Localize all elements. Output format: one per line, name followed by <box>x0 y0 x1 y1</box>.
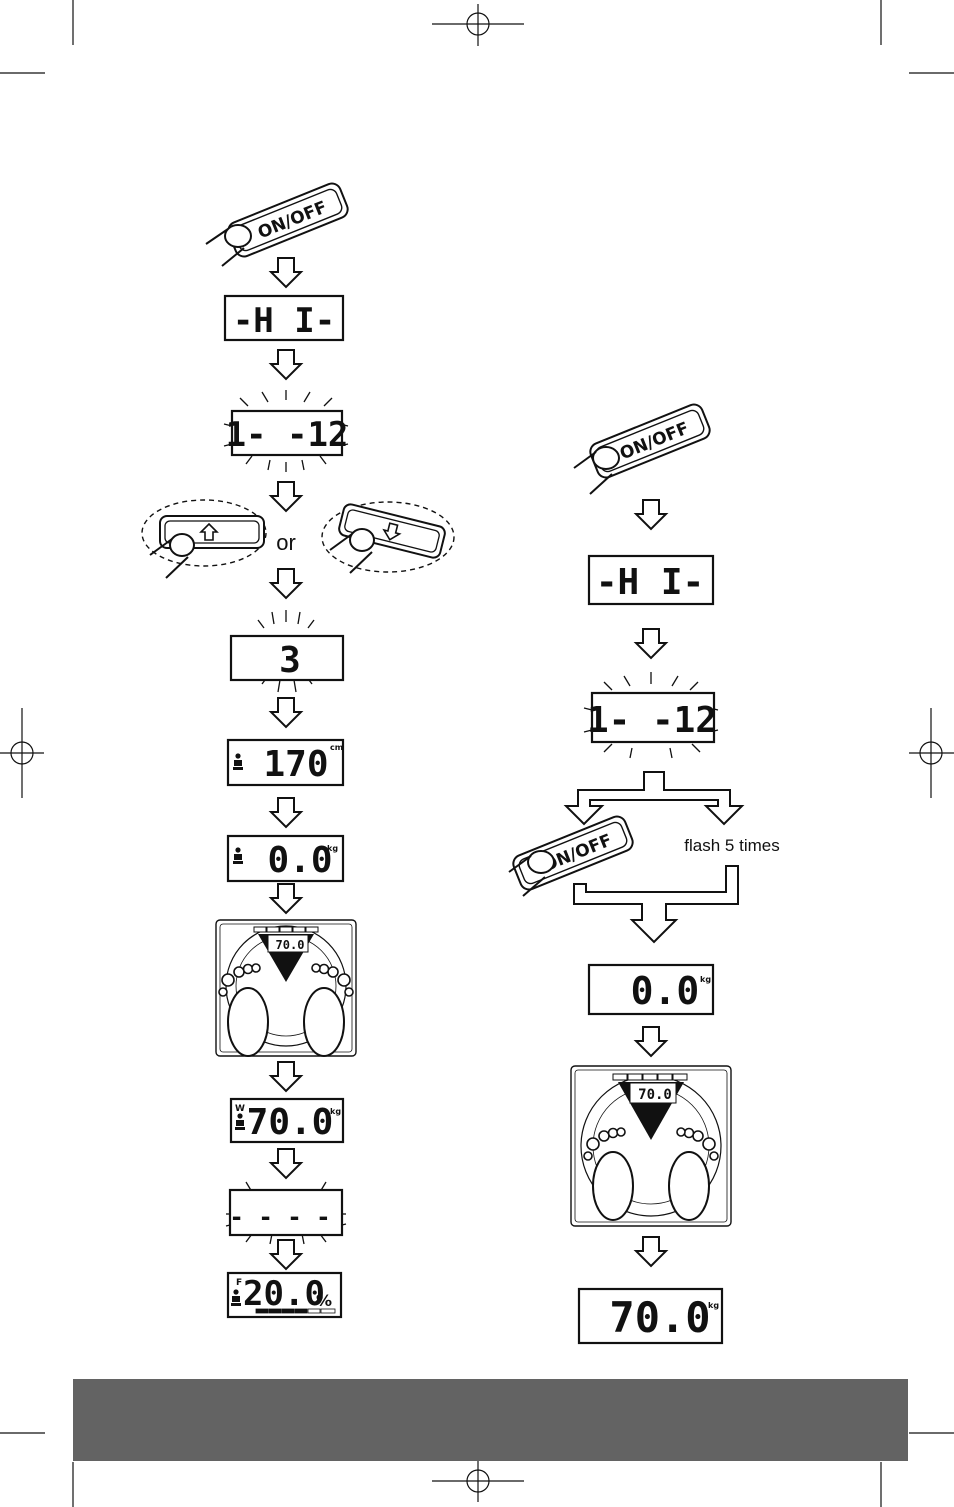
height-value: 170 <box>263 744 328 785</box>
weight-unit: kg <box>330 1107 341 1116</box>
fat-value: 20.0 <box>243 1274 325 1314</box>
zero-weight-text: 0.0 <box>267 840 332 881</box>
registration-mark-bottom <box>432 1460 524 1502</box>
registration-mark-top <box>432 4 524 46</box>
lcd-greeting-left: -H I- <box>225 296 343 341</box>
user-range-text: 1- -12 <box>587 700 717 741</box>
lcd-measuring: - - - - <box>226 1182 346 1244</box>
flow-arrow <box>636 500 666 529</box>
flow-arrow <box>271 698 301 727</box>
or-label: or <box>276 530 296 555</box>
lcd-user-range-left: 1- -12 <box>224 390 348 472</box>
down-button[interactable] <box>322 502 454 573</box>
selected-user-text: 3 <box>279 640 301 681</box>
registration-mark-right <box>909 708 954 798</box>
flow-arrow <box>271 798 301 827</box>
finger-icon <box>350 529 374 551</box>
flow-arrow <box>271 1149 301 1178</box>
scale-readout-right: 70.0 <box>638 1087 672 1103</box>
lcd-user-range-right: 1- -12 <box>584 672 718 758</box>
lcd-height: 170 cm <box>228 740 343 785</box>
flow-arrow <box>636 1237 666 1266</box>
flow-arrow <box>636 1027 666 1056</box>
zero-weight-text: 0.0 <box>631 969 700 1013</box>
finger-icon <box>170 534 194 556</box>
flash-label: flash 5 times <box>684 836 779 855</box>
merge-arrow <box>574 866 738 942</box>
fat-level-bar <box>256 1309 335 1313</box>
flow-arrow <box>271 1240 301 1269</box>
scale-illustration-right: 70.0 <box>571 1066 731 1226</box>
weight-unit: kg <box>708 1301 719 1310</box>
flow-arrow <box>636 629 666 658</box>
flow-arrow <box>271 482 301 511</box>
weight-flag: W <box>235 1104 245 1114</box>
greeting-text: -H I- <box>233 301 335 341</box>
greeting-text: -H I- <box>596 562 704 603</box>
split-arrows <box>566 772 742 824</box>
flow-arrow <box>271 1062 301 1091</box>
on-off-button-option[interactable]: ON/OFF <box>511 814 636 892</box>
weight-unit: kg <box>327 844 338 853</box>
weight-unit: kg <box>700 975 711 984</box>
up-button[interactable] <box>142 500 266 578</box>
flow-arrow <box>271 569 301 598</box>
fat-flag: F <box>236 1278 242 1288</box>
height-unit: cm <box>330 743 343 752</box>
lcd-zero-weight-left: 0.0 kg <box>228 836 343 881</box>
fat-unit: % <box>316 1291 332 1310</box>
dashes-text: - - - - <box>229 1203 330 1231</box>
flow-arrow <box>271 258 301 287</box>
scale-readout-left: 70.0 <box>276 938 305 952</box>
weight-value: 70.0 <box>609 1293 710 1342</box>
lcd-weight-right: 70.0 kg <box>579 1289 722 1343</box>
weight-value: 70.0 <box>247 1102 334 1143</box>
flow-arrow <box>271 350 301 379</box>
lcd-greeting-right: -H I- <box>589 556 713 604</box>
lcd-selected-user: 3 <box>231 610 343 692</box>
on-off-button-left[interactable]: ON/OFF <box>226 181 351 259</box>
footer-bar <box>73 1379 908 1461</box>
flow-arrow <box>271 884 301 913</box>
lcd-body-fat: F 20.0 % <box>228 1273 341 1317</box>
scale-illustration-left: 70.0 <box>216 920 356 1056</box>
lcd-weight-left: W 70.0 kg <box>231 1099 343 1143</box>
registration-mark-left <box>0 708 44 798</box>
finger-icon <box>206 225 251 266</box>
lcd-zero-weight-right: 0.0 kg <box>589 965 713 1014</box>
user-range-text: 1- -12 <box>226 415 349 455</box>
